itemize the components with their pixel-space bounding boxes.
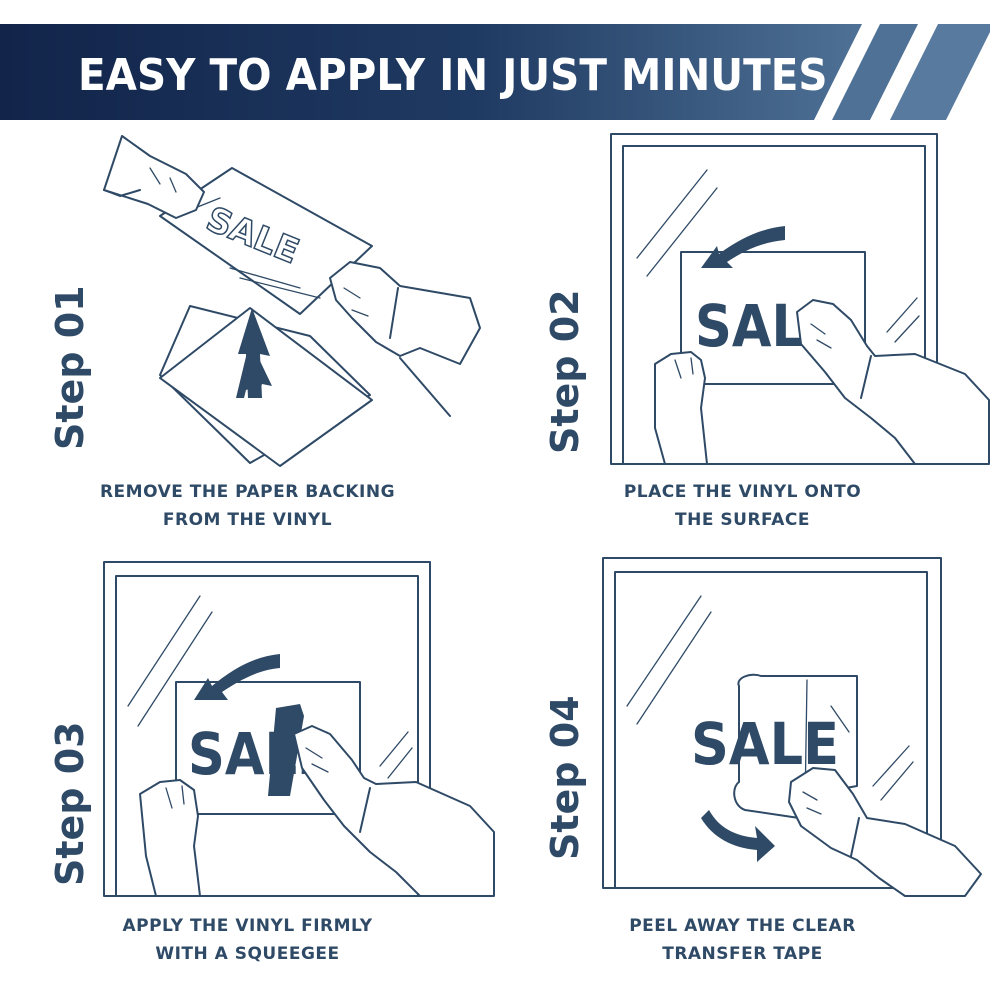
header-banner: EASY TO APPLY IN JUST MINUTES [0, 24, 990, 120]
step-caption: REMOVE THE PAPER BACKING FROM THE VINYL [99, 482, 396, 530]
step-02-illustration: SALE [610, 133, 990, 465]
step-panel-02: SALE Step 02 PLACE THE VINYL ONTO THE SU… [495, 128, 990, 558]
sale-word: SALE [691, 710, 839, 778]
banner-stripe [890, 24, 990, 120]
page-title: EASY TO APPLY IN JUST MINUTES [78, 50, 828, 101]
step-03-illustration: SALE [103, 561, 495, 897]
step-caption: PLACE THE VINYL ONTO THE SURFACE [623, 482, 862, 530]
squeegee [268, 704, 304, 796]
banner-stripe [832, 24, 918, 120]
step-caption: APPLY THE VINYL FIRMLY WITH A SQUEEGEE [122, 916, 373, 964]
step-panel-03: SALE Step 03 APPLY THE VINYL FIRMLY WITH… [0, 556, 495, 986]
step-panel-04: SALE Step 04 PEEL AWAY THE CLEAR TRANSFE… [495, 556, 990, 986]
step-01-illustration: SALE [103, 135, 481, 467]
step-caption: PEEL AWAY THE CLEAR TRANSFER TAPE [629, 916, 856, 964]
banner-background [0, 24, 990, 120]
step-panel-01: SALE Step 01 REMOVE THE PAPER BACKING FR… [0, 128, 495, 558]
step-04-illustration: SALE [602, 557, 982, 897]
